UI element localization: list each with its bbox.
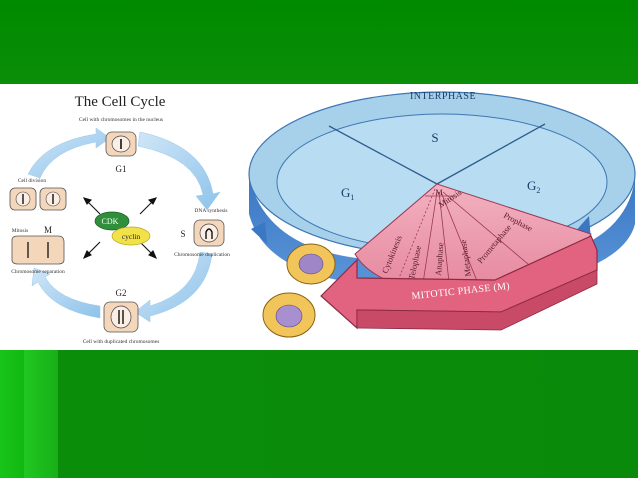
g1-label: G1 — [116, 164, 127, 174]
arrow-m-to-g1 — [27, 127, 111, 179]
cdk-label: CDK — [102, 217, 119, 226]
figure-title: The Cell Cycle — [75, 94, 166, 110]
bottom-caption: Cell with duplicated chromosomes — [83, 339, 160, 345]
dividing-cell — [11, 235, 65, 265]
interphase-diagram: INTERPHASE S G1 G2 M Cytokinesis Telopha… — [245, 84, 638, 350]
g2-label: G2 — [116, 288, 127, 298]
arrow-g1-to-s — [137, 131, 221, 211]
center-arrows — [82, 197, 158, 260]
m-top-label: M — [435, 188, 442, 197]
mitotic-sub-dividers — [396, 188, 536, 284]
s-label: S — [180, 229, 185, 239]
interphase-svg: INTERPHASE S G1 G2 M Cytokinesis Telopha… — [248, 91, 636, 338]
g2-letter: G — [527, 178, 536, 193]
arrow-g2-to-m — [31, 267, 101, 319]
cyclin-blob — [111, 226, 151, 246]
panel-divider — [243, 84, 245, 350]
anaphase-label: Anaphase — [433, 242, 445, 276]
m-label: M — [44, 225, 52, 235]
chromosome-separation-label: Chromosome separation — [11, 269, 65, 275]
daughter-cell-1 — [286, 243, 336, 285]
cell-cycle-svg: The Cell Cycle Cell with chromosomes in … — [9, 94, 230, 345]
slide-header-band — [0, 0, 638, 84]
top-caption: Cell with chromosomes in the nucleus — [79, 117, 163, 123]
g1-subscript: 1 — [350, 193, 354, 202]
mitosis-label: Mitosis — [12, 228, 29, 234]
arrow-s-to-g2 — [134, 251, 213, 323]
chromosome-duplication-label: Chromosome duplication — [174, 252, 230, 258]
divider-s-g1 — [328, 125, 438, 185]
mitotic-phase-arrow-shade — [356, 269, 598, 331]
interphase-label: INTERPHASE — [410, 91, 476, 102]
slide-footer-area — [0, 350, 638, 478]
cdk-blob — [94, 211, 130, 231]
cell-division-label: Cell division — [18, 178, 47, 184]
left-edge-arrowhead — [251, 222, 267, 244]
g1-phase-label: G1 — [341, 185, 354, 202]
cyclin-label: cyclin — [122, 232, 141, 241]
g2-phase-label: G2 — [527, 178, 540, 195]
g2-subscript: 2 — [536, 186, 540, 195]
g1-letter: G — [341, 185, 350, 200]
slide-footer-stripe — [24, 350, 58, 478]
daughter-cell-2 — [262, 292, 316, 338]
cell-cycle-figure: The Cell Cycle Cell with chromosomes in … — [0, 84, 243, 350]
disc-side — [249, 176, 635, 284]
divider-s-g2 — [436, 123, 546, 185]
s-phase-label: S — [431, 130, 438, 145]
dna-synthesis-label: DNA synthesis — [194, 208, 227, 214]
